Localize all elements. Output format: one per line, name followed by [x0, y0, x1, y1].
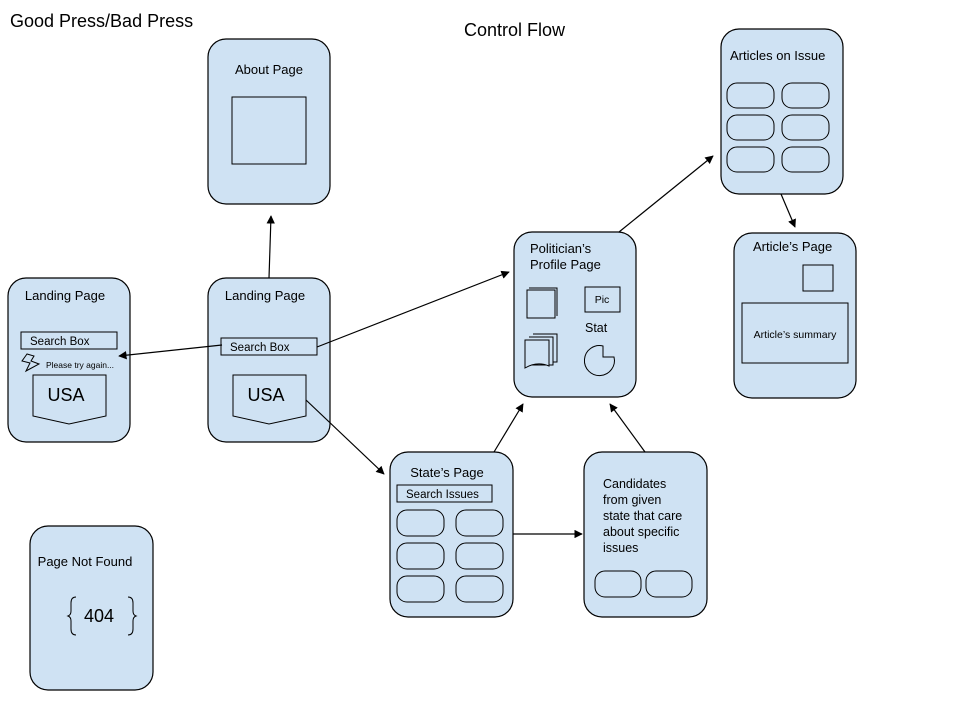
arrow-state-to-profile — [493, 403, 524, 453]
usa-map-shape-center — [232, 374, 307, 425]
profile-title-line2: Profile Page — [530, 257, 601, 272]
article-tile — [726, 146, 775, 173]
state-page-title: State’s Page — [410, 465, 483, 480]
lightning-icon — [21, 353, 41, 373]
usa-map-shape-left — [32, 374, 107, 425]
document-stack-icon — [526, 287, 558, 319]
pages-stack-icon — [524, 333, 558, 369]
issue-tile — [455, 575, 504, 603]
issue-tile — [455, 542, 504, 570]
error-code: 404 — [84, 606, 114, 626]
article-tile — [781, 114, 830, 141]
diagram-subtitle: Control Flow — [464, 20, 566, 40]
landing-left-title: Landing Page — [25, 288, 105, 303]
state-search-label: Search Issues — [406, 489, 479, 501]
page-title: Good Press/Bad Press — [10, 11, 193, 31]
article-page-card: Article’s Page Article’s summary — [733, 232, 857, 399]
right-brace-icon — [127, 596, 138, 636]
landing-page-card: Landing Page Search Box USA — [207, 277, 331, 443]
state-search-box — [396, 484, 493, 503]
profile-title-line1: Politician’s — [530, 241, 592, 256]
landing-center-title: Landing Page — [225, 288, 305, 303]
profile-pic-box — [584, 286, 621, 313]
state-page-card: State’s Page Search Issues — [389, 451, 514, 618]
profile-stat-label: Stat — [585, 321, 608, 335]
arrow-profile-to-articles — [618, 155, 714, 233]
arrow-articles-to-article-page — [780, 193, 796, 228]
candidates-text-line: state that care — [603, 509, 682, 523]
arrow-search-to-error — [118, 344, 223, 360]
article-page-title: Article’s Page — [753, 239, 832, 254]
about-image-placeholder — [231, 96, 307, 165]
error-message: Please try again... — [46, 360, 114, 370]
article-summary-text: Article’s summary — [754, 329, 837, 341]
candidates-text-line: issues — [603, 541, 638, 555]
candidate-tile — [645, 570, 693, 598]
article-tile — [781, 82, 830, 109]
issue-tile — [455, 509, 504, 537]
candidates-text-line: Candidates — [603, 477, 666, 491]
landing-page-error-card: Landing Page Search Box Please try again… — [7, 277, 131, 443]
arrow-landing-to-about — [266, 215, 275, 279]
article-tile — [726, 114, 775, 141]
candidate-tile — [594, 570, 642, 598]
landing-center-map-label: USA — [247, 385, 284, 405]
articles-on-issue-card: Articles on Issue — [720, 28, 844, 195]
article-image-placeholder — [802, 264, 834, 292]
landing-center-search-label: Search Box — [230, 342, 290, 354]
about-page-title: About Page — [235, 62, 303, 77]
articles-issue-title: Articles on Issue — [730, 48, 825, 63]
landing-left-search-label: Search Box — [30, 336, 90, 348]
arrow-search-to-profile — [316, 270, 510, 348]
article-tile — [726, 82, 775, 109]
politician-profile-card: Politician’s Profile Page Pic Stat — [513, 231, 637, 398]
left-brace-icon — [66, 596, 77, 636]
landing-left-search-box — [20, 331, 118, 350]
candidates-card: Candidates from given state that care ab… — [583, 451, 708, 618]
profile-pic-label: Pic — [595, 294, 610, 306]
arrow-candidates-to-profile — [609, 403, 646, 453]
issue-tile — [396, 575, 445, 603]
issue-tile — [396, 509, 445, 537]
candidates-text-line: from given — [603, 493, 661, 507]
pie-chart-icon — [583, 345, 615, 377]
article-tile — [781, 146, 830, 173]
candidates-text-line: about specific — [603, 525, 679, 539]
about-page-card: About Page — [207, 38, 331, 205]
arrow-usa-to-state — [305, 399, 385, 475]
not-found-title: Page Not Found — [38, 554, 133, 569]
issue-tile — [396, 542, 445, 570]
landing-left-map-label: USA — [47, 385, 84, 405]
page-not-found-card: Page Not Found 404 — [29, 525, 154, 691]
article-summary-box — [741, 302, 849, 364]
